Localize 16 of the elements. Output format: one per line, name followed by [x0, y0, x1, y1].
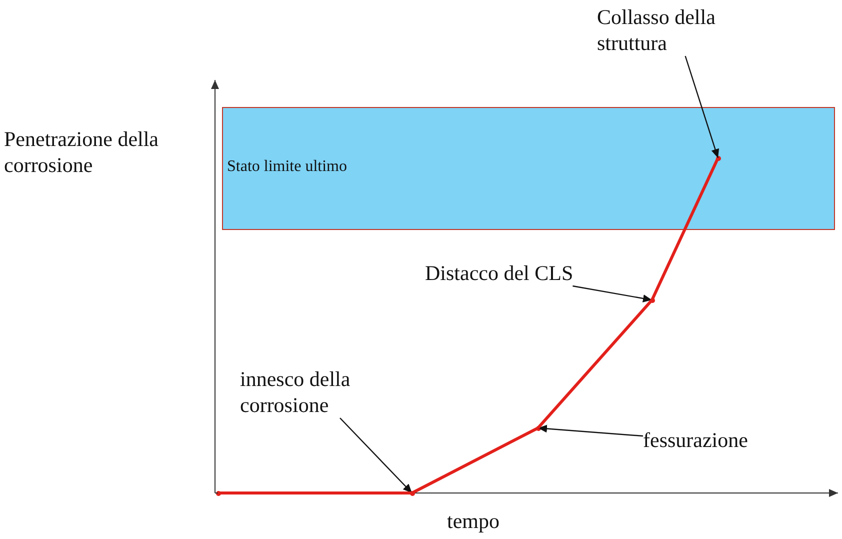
leader-line — [538, 424, 644, 437]
curve-segment — [536, 299, 654, 429]
callout-text: fessurazione — [643, 427, 748, 453]
limit-state-band — [222, 107, 835, 230]
axis-label: Penetrazione della corrosione — [4, 126, 160, 178]
band-label: Stato limite ultimo — [227, 158, 347, 176]
leader-line — [684, 56, 720, 158]
curve-segment — [411, 426, 539, 494]
curve-segment — [218, 492, 412, 494]
callout-text: innesco della corrosione — [240, 366, 390, 418]
callout-text: Distacco del CLS — [425, 260, 574, 286]
leader-line — [572, 285, 652, 302]
axis-label: tempo — [447, 508, 500, 534]
curve-segment — [650, 157, 720, 301]
leader-line — [340, 418, 412, 494]
callout-text: Collasso della struttura — [597, 4, 757, 56]
